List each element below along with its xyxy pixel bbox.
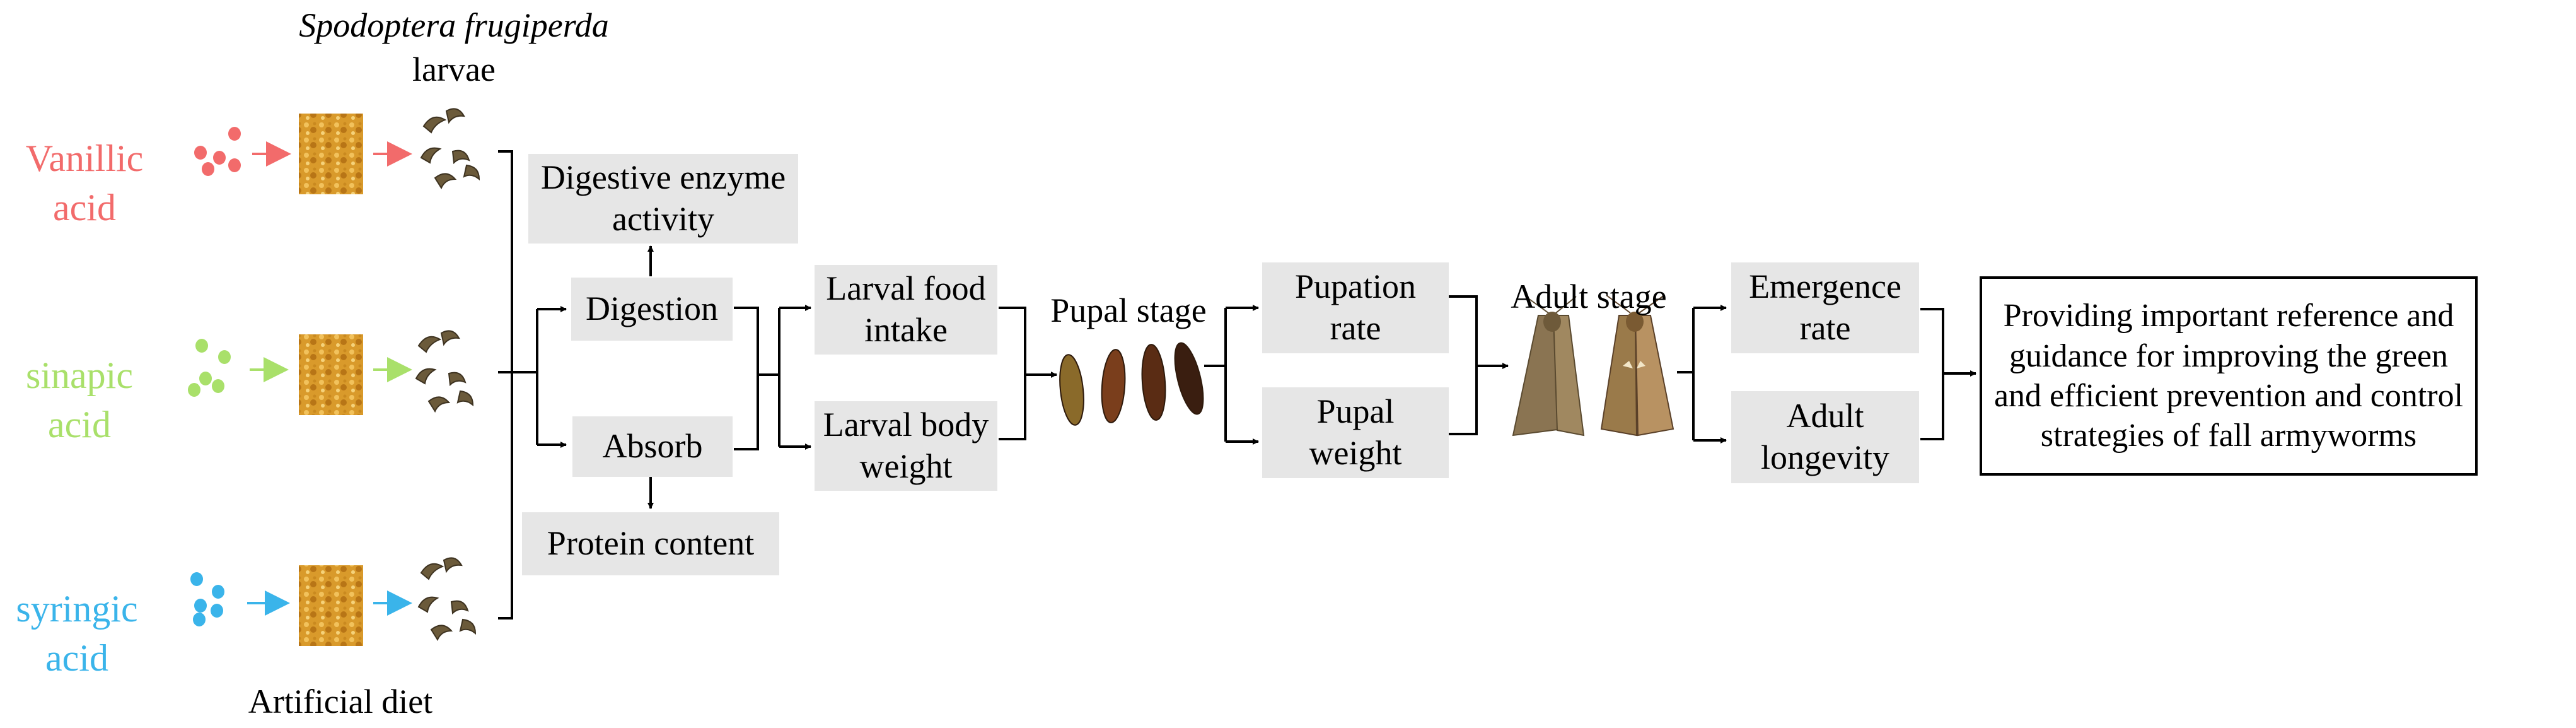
box-adult-longevity-line1: Adult [1786,397,1864,435]
box-larval-food-line2: intake [864,311,948,349]
larvae-cluster-3 [417,557,477,642]
box-digestive-enzyme-activity: Digestive enzyme activity [528,154,798,244]
box-digestive-enzyme-line1: Digestive enzyme [540,158,786,197]
box-adult-longevity-line2: longevity [1761,438,1889,476]
bracket-pupation [1449,295,1478,435]
adult-stage-label: Adult stage [1511,278,1667,315]
box-pupal-weight-line1: Pupal [1316,392,1395,431]
bracket-pupae [1204,308,1227,442]
bracket-larval [999,307,1026,440]
diet-block-3 [299,565,363,646]
box-protein-content-label: Protein content [547,524,755,563]
acid-label-vanillic: Vanillic acid [3,134,166,232]
acid-label-syringic: syringic acid [0,584,159,683]
bracket-final [1920,308,1944,440]
box-emergence-rate-line1: Emergence [1749,267,1901,306]
box-larval-body-line2: weight [859,447,953,485]
acid-sinapic-line2: acid [48,404,111,445]
box-pupation-rate-line2: rate [1330,309,1381,347]
box-pupal-weight-line2: weight [1309,434,1402,472]
box-pupal-weight: Pupal weight [1262,387,1449,478]
box-absorb: Absorb [572,416,733,477]
dots-syringic [190,572,224,626]
pupal-stage-label: Pupal stage [1050,291,1207,329]
box-digestion-label: Digestion [586,290,718,328]
box-digestive-enzyme-line2: activity [612,200,714,238]
box-larval-body-weight: Larval body weight [815,401,997,491]
acid-label-sinapic: sinapic acid [0,351,161,449]
conclusion-line3: and efficient prevention and control [1993,378,2464,414]
box-pupation-rate-line1: Pupation [1294,267,1416,306]
box-larval-food-intake: Larval food intake [815,265,997,355]
acid-syringic-line2: acid [45,637,108,679]
diet-block-2 [299,334,363,415]
bracket-digestion-absorb [734,307,780,450]
box-absorb-label: Absorb [602,427,703,466]
box-larval-food-line1: Larval food [826,269,986,308]
moth-2-image [1600,295,1674,437]
acid-sinapic-line1: sinapic [26,355,133,396]
box-digestion: Digestion [571,278,733,341]
moth-1-image [1512,296,1585,437]
acid-vanillic-line2: acid [53,187,116,228]
dots-vanillic [194,127,241,176]
conclusion-line1: Providing important reference and [2003,298,2454,334]
conclusion-line2: guidance for improving the green [2009,338,2448,374]
larvae-cluster-1 [420,108,480,190]
larvae-cluster-2 [415,330,474,413]
box-pupation-rate: Pupation rate [1262,262,1449,353]
larvae-label: larvae [412,50,496,88]
conclusion-box: Providing important reference and guidan… [1980,276,2478,476]
dots-sinapic [188,339,231,397]
box-emergence-rate-line2: rate [1799,309,1851,347]
bracket-adults [1677,308,1695,440]
box-protein-content: Protein content [522,512,779,575]
box-larval-body-line1: Larval body [823,406,989,444]
box-emergence-rate: Emergence rate [1731,262,1919,353]
artificial-diet-label: Artificial diet [248,683,433,720]
acid-syringic-line1: syringic [16,588,138,630]
species-name: Spodoptera frugiperda [299,6,609,44]
box-adult-longevity: Adult longevity [1731,391,1919,483]
acid-vanillic-line1: Vanillic [25,138,144,179]
bracket-inputs [498,150,538,619]
diet-block-1 [299,114,363,194]
conclusion-line4: strategies of fall armyworms [2040,418,2417,454]
pupae-image [1059,342,1204,426]
